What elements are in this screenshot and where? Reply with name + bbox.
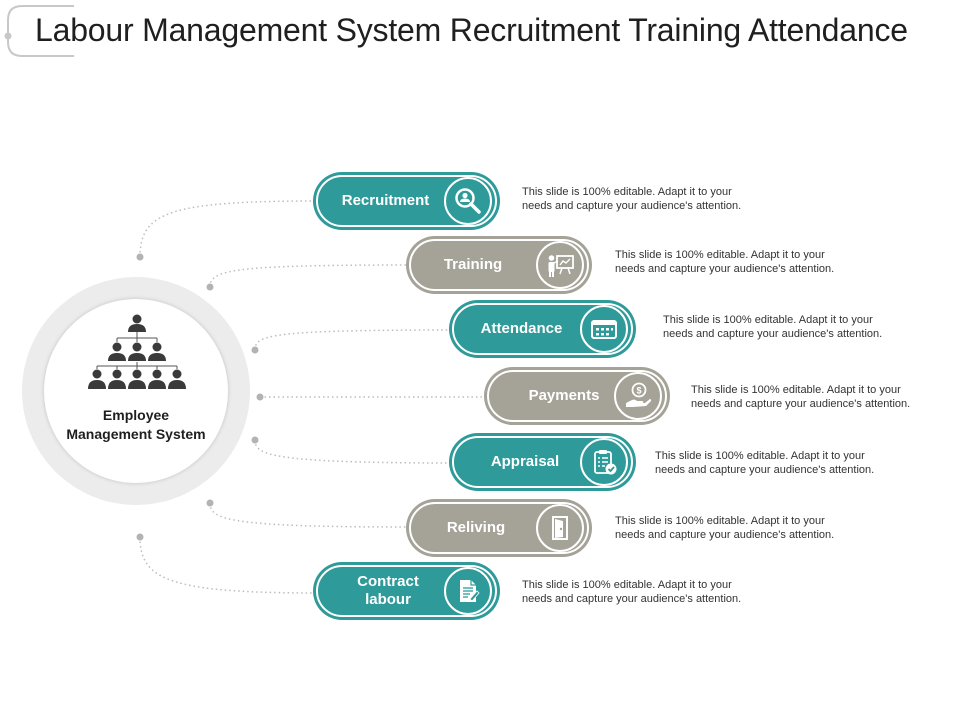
connector-dot bbox=[256, 393, 264, 401]
svg-text:$: $ bbox=[636, 386, 641, 396]
desc-contract-labour: This slide is 100% editable. Adapt it to… bbox=[522, 578, 782, 606]
connector-appraisal bbox=[254, 439, 456, 464]
pill-contract-labour[interactable]: Contract labour bbox=[313, 562, 500, 620]
desc-line1: This slide is 100% editable. Adapt it to… bbox=[663, 314, 873, 326]
pill-label-reliving: Reliving bbox=[446, 519, 506, 536]
desc-line2: needs and capture your audience's attent… bbox=[691, 398, 911, 410]
connector-attendance bbox=[254, 329, 454, 351]
connector-dot bbox=[136, 253, 144, 261]
desc-appraisal: This slide is 100% editable. Adapt it to… bbox=[655, 449, 915, 477]
connector-reliving bbox=[209, 502, 411, 528]
connector-recruitment bbox=[139, 200, 319, 258]
pill-ring bbox=[409, 239, 589, 291]
desc-line1: This slide is 100% editable. Adapt it to… bbox=[522, 579, 732, 591]
pill-recruitment[interactable]: Recruitment bbox=[313, 172, 500, 230]
desc-recruitment: This slide is 100% editable. Adapt it to… bbox=[522, 185, 782, 213]
desc-reliving: This slide is 100% editable. Adapt it to… bbox=[615, 514, 875, 542]
desc-line2: needs and capture your audience's attent… bbox=[522, 200, 742, 212]
pill-payments[interactable]: Payments $ bbox=[484, 367, 670, 425]
connector-dot bbox=[136, 533, 144, 541]
desc-line2: needs and capture your audience's attent… bbox=[655, 464, 875, 476]
desc-line2: needs and capture your audience's attent… bbox=[663, 328, 883, 340]
money-hand-icon: $ bbox=[614, 372, 662, 420]
pill-training[interactable]: Training bbox=[406, 236, 592, 294]
pill-ring bbox=[452, 303, 633, 355]
desc-line2: needs and capture your audience's attent… bbox=[615, 529, 835, 541]
pill-ring bbox=[452, 436, 633, 488]
pill-label-contract-labour: Contract labour bbox=[313, 562, 463, 620]
search-person-icon bbox=[444, 177, 492, 225]
pill-reliving[interactable]: Reliving bbox=[406, 499, 592, 557]
presentation-icon bbox=[536, 241, 584, 289]
connector-dot bbox=[206, 499, 214, 507]
checklist-icon bbox=[580, 438, 628, 486]
pill-label-appraisal: Appraisal bbox=[490, 453, 560, 470]
pill-label-attendance: Attendance bbox=[480, 320, 563, 337]
desc-line1: This slide is 100% editable. Adapt it to… bbox=[615, 249, 825, 261]
org-chart-icon bbox=[88, 314, 186, 389]
connector-contract bbox=[139, 536, 319, 594]
desc-attendance: This slide is 100% editable. Adapt it to… bbox=[663, 313, 923, 341]
pill-ring bbox=[316, 565, 497, 617]
calendar-icon bbox=[580, 305, 628, 353]
desc-payments: This slide is 100% editable. Adapt it to… bbox=[691, 383, 951, 411]
connector-training bbox=[209, 264, 411, 288]
pill-ring bbox=[487, 370, 667, 422]
pill-label-line2: labour bbox=[365, 591, 411, 608]
desc-line2: needs and capture your audience's attent… bbox=[522, 593, 742, 605]
desc-line1: This slide is 100% editable. Adapt it to… bbox=[691, 384, 901, 396]
pill-attendance[interactable]: Attendance bbox=[449, 300, 636, 358]
desc-line2: needs and capture your audience's attent… bbox=[615, 263, 835, 275]
connector-dot bbox=[251, 436, 259, 444]
pill-label-training: Training bbox=[443, 256, 503, 273]
pill-label-payments: Payments bbox=[528, 387, 600, 404]
hub-label-line2: Management System bbox=[66, 426, 206, 442]
desc-line1: This slide is 100% editable. Adapt it to… bbox=[522, 186, 732, 198]
hub-label: Employee Management System bbox=[44, 406, 228, 444]
pill-label-recruitment: Recruitment bbox=[341, 192, 430, 209]
desc-line1: This slide is 100% editable. Adapt it to… bbox=[615, 515, 825, 527]
hub-label-line1: Employee bbox=[102, 407, 170, 423]
pill-appraisal[interactable]: Appraisal bbox=[449, 433, 636, 491]
document-icon bbox=[444, 567, 492, 615]
pill-ring bbox=[409, 502, 589, 554]
title-decoration bbox=[4, 5, 74, 57]
page-title: Labour Management System Recruitment Tra… bbox=[35, 12, 908, 48]
desc-line1: This slide is 100% editable. Adapt it to… bbox=[655, 450, 865, 462]
door-exit-icon bbox=[536, 504, 584, 552]
connector-dot bbox=[251, 346, 259, 354]
desc-training: This slide is 100% editable. Adapt it to… bbox=[615, 248, 875, 276]
pill-ring bbox=[316, 175, 497, 227]
pill-label-line1: Contract bbox=[357, 573, 419, 590]
connector-dot bbox=[206, 283, 214, 291]
